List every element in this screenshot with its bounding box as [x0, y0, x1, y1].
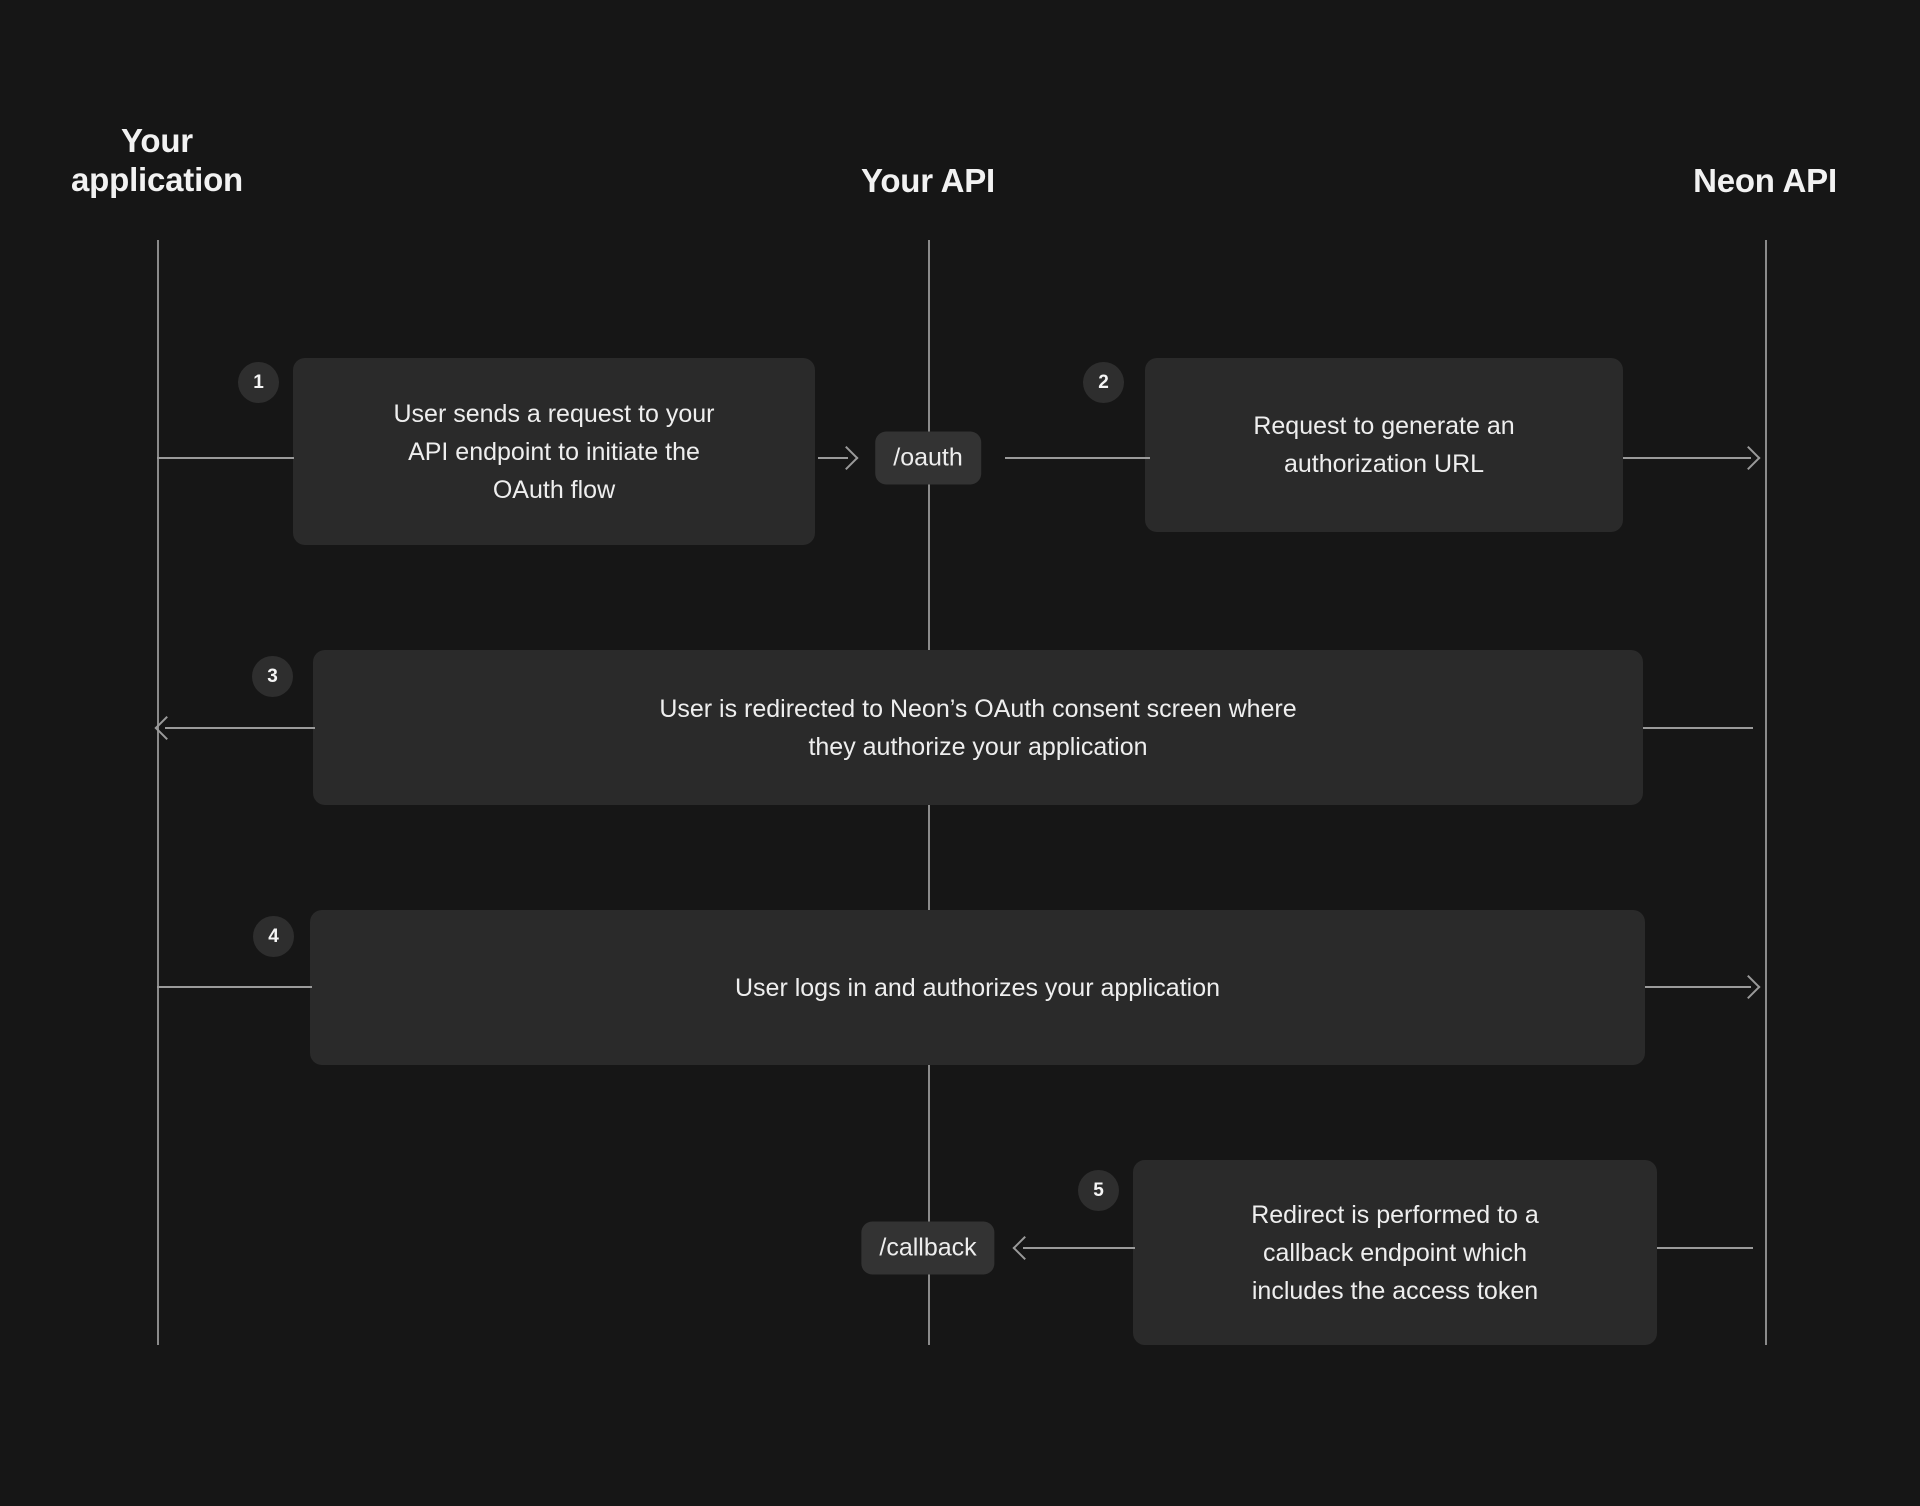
oauth-endpoint-pill[interactable]: /oauth — [875, 431, 981, 485]
connector-step3-left — [165, 727, 315, 729]
arrow-head-step2-icon — [1736, 445, 1761, 471]
step-box-5: Redirect is performed to a callback endp… — [1133, 1160, 1657, 1345]
connector-step4-right — [1645, 986, 1751, 988]
actor-header-your-application: Your application — [71, 122, 243, 198]
connector-step2-left — [1005, 457, 1150, 459]
connector-step5-left — [1023, 1247, 1135, 1249]
step-text-5: Redirect is performed to a callback endp… — [1251, 1200, 1539, 1305]
step-badge-1: 1 — [238, 362, 279, 403]
step-box-3: User is redirected to Neon’s OAuth conse… — [313, 650, 1643, 805]
lifeline-your-application — [157, 240, 159, 1345]
connector-step5-right — [1657, 1247, 1753, 1249]
step-badge-5: 5 — [1078, 1170, 1119, 1211]
lifeline-neon-api — [1765, 240, 1767, 1345]
step-text-3: User is redirected to Neon’s OAuth conse… — [659, 694, 1297, 761]
step-box-1: User sends a request to your API endpoin… — [293, 358, 815, 545]
connector-step3-right — [1643, 727, 1753, 729]
arrow-head-step1-icon — [834, 445, 859, 471]
callback-endpoint-pill[interactable]: /callback — [861, 1221, 995, 1275]
step-box-2: Request to generate an authorization URL — [1145, 358, 1623, 532]
step-text-2: Request to generate an authorization URL — [1253, 412, 1515, 478]
connector-step1-left — [157, 457, 294, 459]
arrow-head-step5-icon — [1012, 1235, 1037, 1261]
actor-header-neon-api: Neon API — [1693, 162, 1837, 199]
step-text-4: User logs in and authorizes your applica… — [735, 973, 1220, 1002]
step-badge-4: 4 — [253, 916, 294, 957]
connector-step1-right — [818, 457, 848, 459]
step-text-1: User sends a request to your API endpoin… — [393, 399, 715, 504]
connector-step2-right — [1623, 457, 1751, 459]
actor-header-your-api: Your API — [860, 162, 996, 199]
step-badge-2: 2 — [1083, 362, 1124, 403]
step-badge-3: 3 — [252, 656, 293, 697]
connector-step4-left — [157, 986, 312, 988]
arrow-head-step4-icon — [1736, 974, 1761, 1000]
step-box-4: User logs in and authorizes your applica… — [310, 910, 1645, 1065]
